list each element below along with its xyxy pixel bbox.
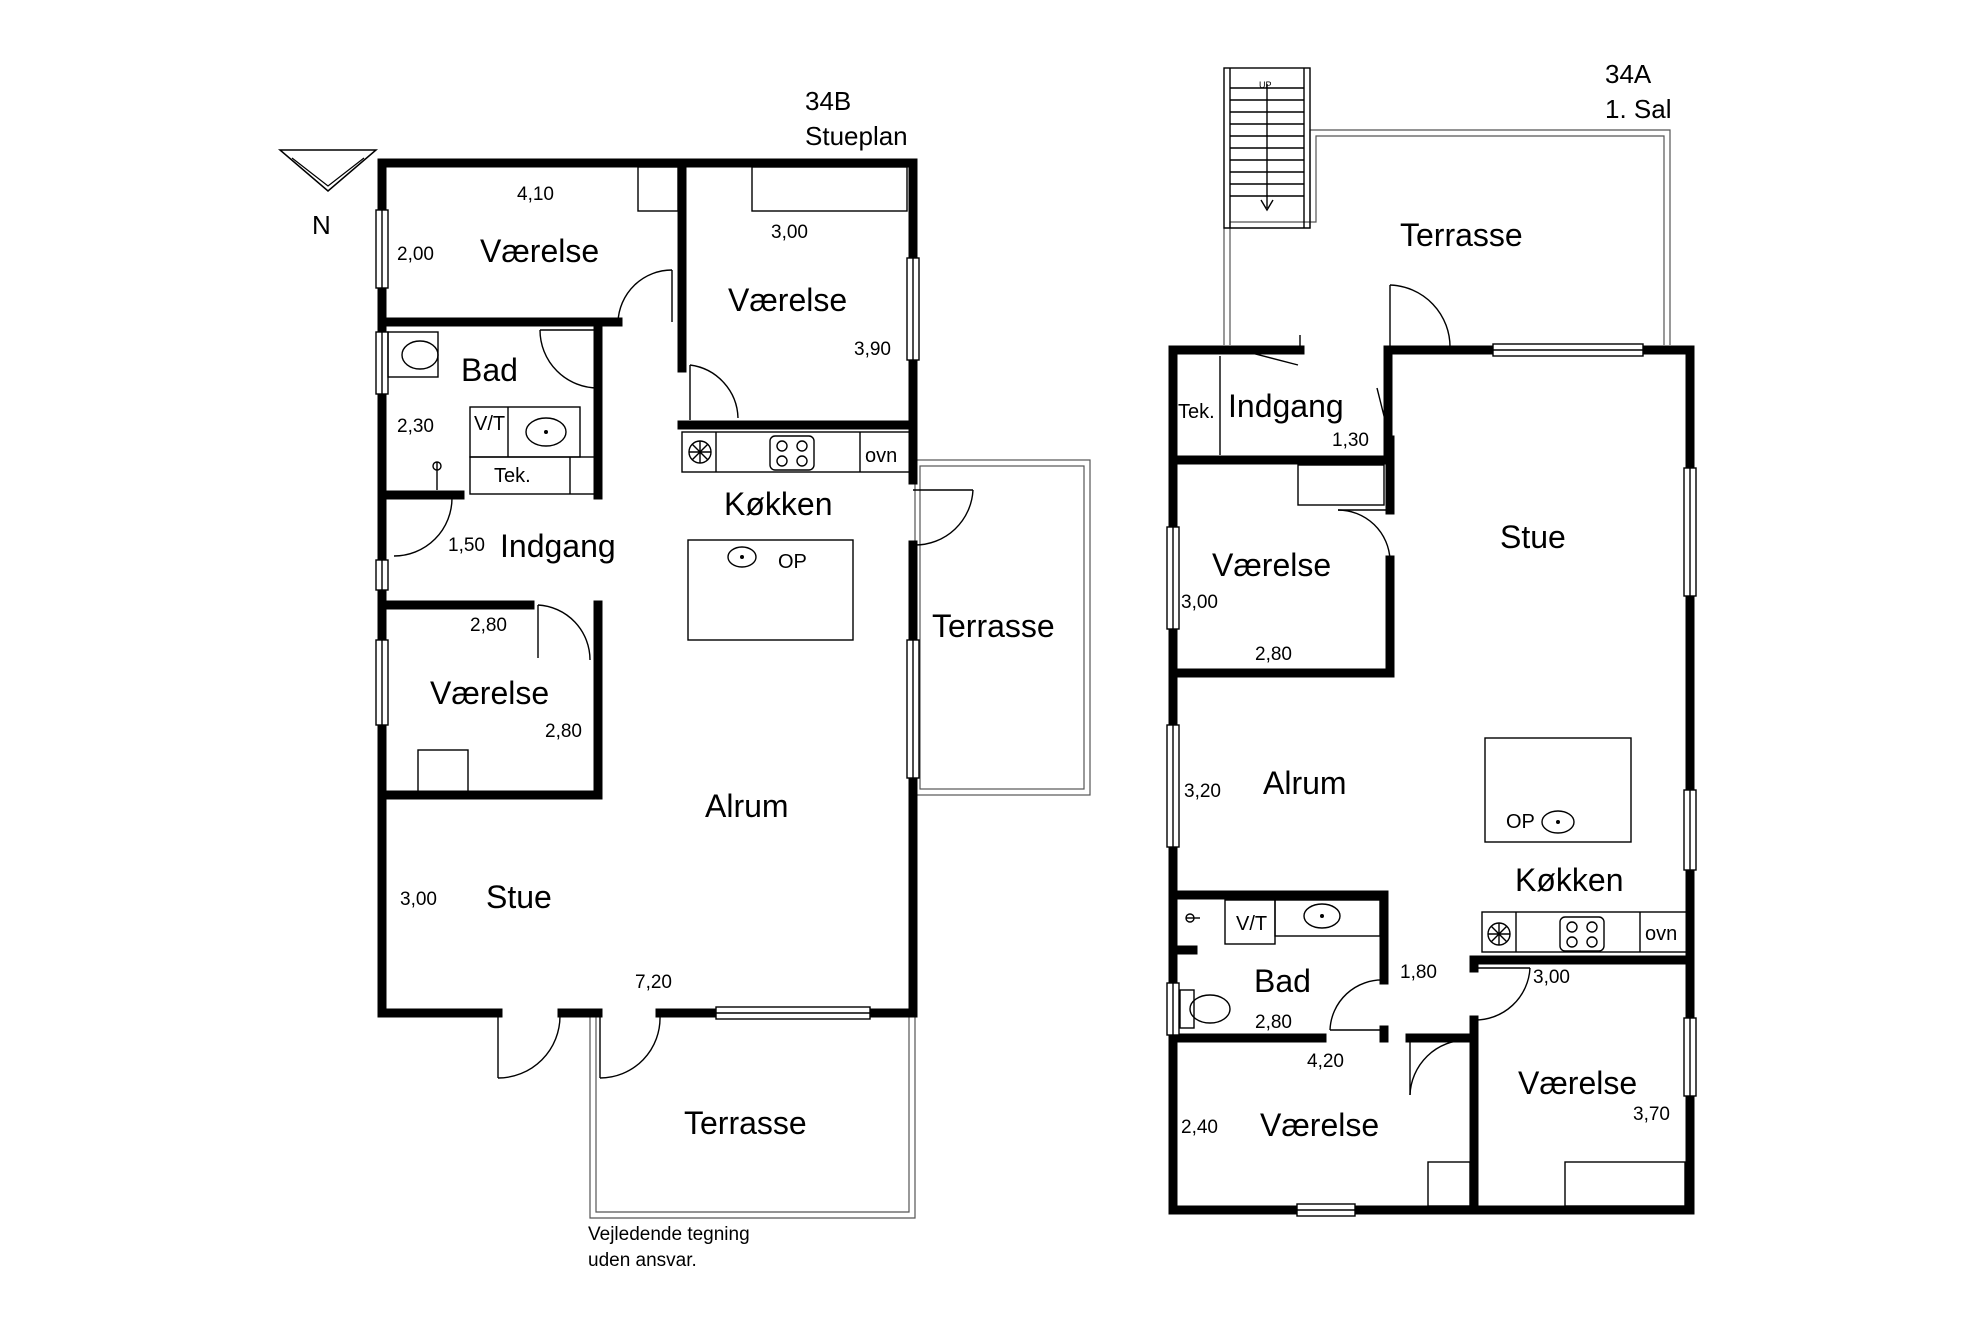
room-label-vaerelse: Værelse [1518, 1065, 1637, 1101]
stove-icon [1559, 916, 1605, 952]
plan-b: 34B Stueplan Værelse Værelse Bad V/T Tek… [375, 86, 1091, 1271]
disclaimer-text: uden ansvar. [588, 1250, 697, 1271]
room-label-bad: Bad [1254, 963, 1311, 999]
room-label-stue: Stue [486, 879, 552, 915]
north-label: N [312, 210, 331, 240]
dimension-label: 1,80 [1400, 962, 1437, 983]
room-label-vaerelse: Værelse [1260, 1107, 1379, 1143]
plan-a-title-code: 34A [1605, 59, 1652, 89]
room-label-vaerelse: Værelse [728, 282, 847, 318]
dimension-label: 3,00 [1533, 967, 1570, 988]
stair-up-label: UP [1259, 80, 1272, 90]
dimension-label: 2,80 [470, 615, 507, 636]
doors-b [382, 269, 974, 1079]
dimension-label: 7,20 [635, 972, 672, 993]
disclaimer-text: Vejledende tegning [588, 1224, 750, 1245]
dimension-label: 2,80 [1255, 1012, 1292, 1033]
dimension-label: 3,00 [400, 889, 437, 910]
room-label-indgang: Indgang [1228, 388, 1344, 424]
dimension-label: 2,80 [1255, 644, 1292, 665]
dimension-label: 1,30 [1332, 430, 1369, 451]
dimension-label: 4,10 [517, 184, 554, 205]
fixture-label-ovn: ovn [1645, 923, 1677, 945]
staircase-up [1223, 67, 1311, 229]
dimension-label: 3,70 [1633, 1104, 1670, 1125]
room-label-indgang: Indgang [500, 528, 616, 564]
stove-icon [769, 435, 815, 471]
dimension-label: 3,20 [1184, 781, 1221, 802]
fixture-label-ovn: ovn [865, 445, 897, 467]
room-label-vaerelse: Værelse [480, 233, 599, 269]
drain-icon [1487, 922, 1511, 946]
fixture-label-vt: V/T [1236, 913, 1267, 935]
plan-a: UP [1166, 59, 1697, 1217]
inner-walls-a [1168, 345, 1695, 1215]
room-label-vaerelse: Værelse [1212, 547, 1331, 583]
dimension-label: 1,50 [448, 535, 485, 556]
room-label-koekken: Køkken [1515, 862, 1623, 898]
room-label-alrum: Alrum [705, 788, 789, 824]
room-label-terrasse: Terrasse [1400, 217, 1523, 253]
room-label-tek: Tek. [1178, 401, 1215, 423]
windows-b [375, 209, 920, 1020]
terrace-south-outline [589, 1015, 916, 1219]
fixture-label-op: OP [1506, 811, 1535, 833]
room-label-tek: Tek. [494, 465, 531, 487]
room-label-terrasse: Terrasse [684, 1105, 807, 1141]
room-label-vaerelse: Værelse [430, 675, 549, 711]
dimension-label: 2,00 [397, 244, 434, 265]
inner-walls-b [377, 158, 918, 800]
plan-b-title-floor: Stueplan [805, 121, 908, 151]
dimension-label: 2,80 [545, 721, 582, 742]
dimension-label: 3,00 [1181, 592, 1218, 613]
fixtures-a [1179, 356, 1688, 1207]
windows-a [1166, 343, 1697, 1217]
fixture-label-op: OP [778, 551, 807, 573]
dimension-label: 4,20 [1307, 1051, 1344, 1072]
plan-a-title-floor: 1. Sal [1605, 94, 1672, 124]
fixtures-b [387, 166, 914, 796]
dimension-label: 2,30 [397, 416, 434, 437]
dimension-label: 3,90 [854, 339, 891, 360]
doors-a [1239, 284, 1531, 1096]
drain-icon [688, 440, 712, 464]
room-label-alrum: Alrum [1263, 765, 1347, 801]
dimension-label: 2,40 [1181, 1117, 1218, 1138]
room-label-bad: Bad [461, 352, 518, 388]
room-label-stue: Stue [1500, 519, 1566, 555]
north-arrow-icon [277, 149, 379, 192]
fixture-label-vt: V/T [474, 413, 505, 435]
plan-b-title-code: 34B [805, 86, 851, 116]
room-label-koekken: Køkken [724, 486, 832, 522]
room-label-terrasse: Terrasse [932, 608, 1055, 644]
dimension-label: 3,00 [771, 222, 808, 243]
